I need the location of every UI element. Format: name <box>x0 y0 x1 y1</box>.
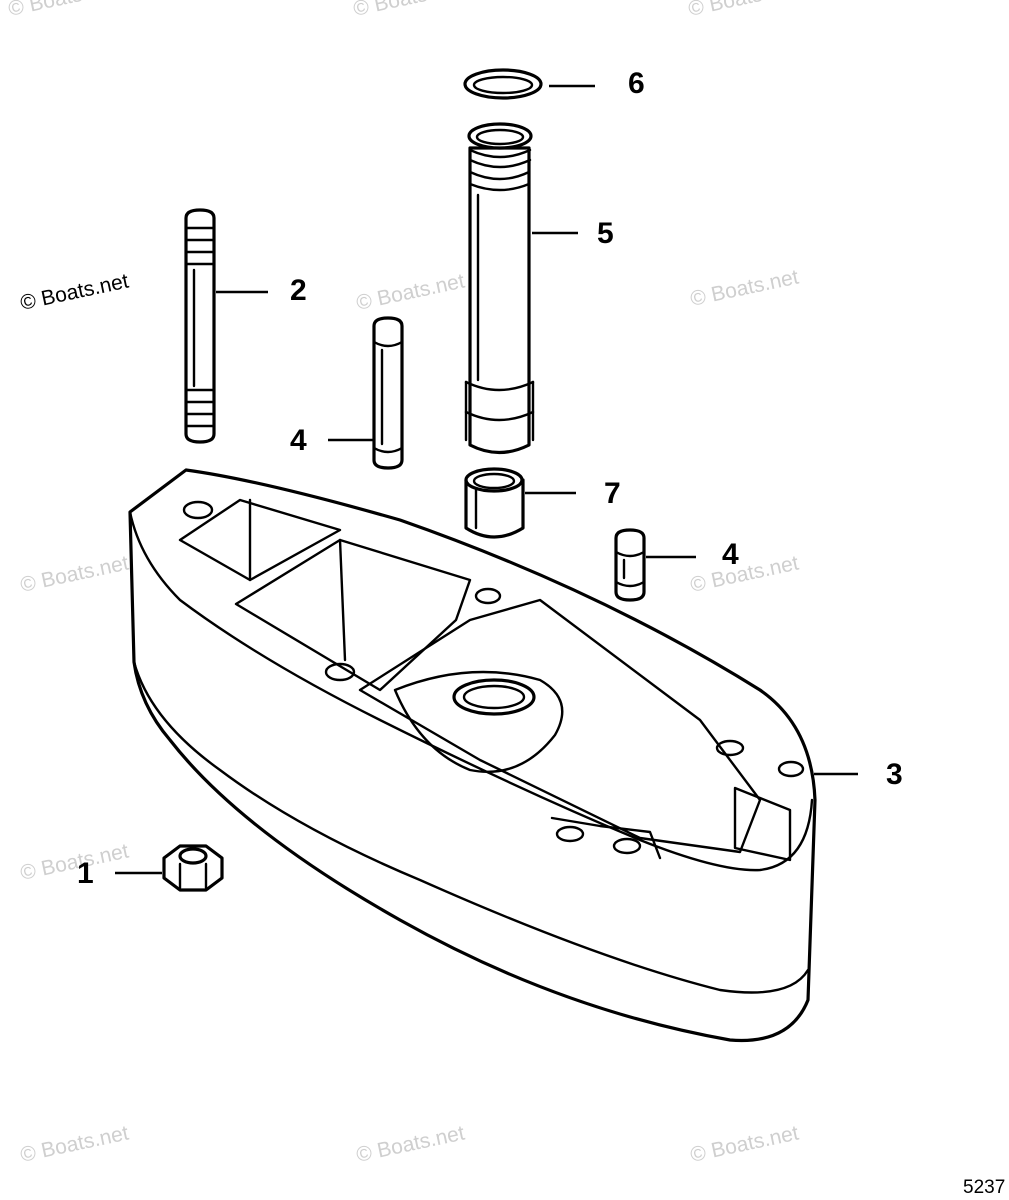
callout-4: 4 <box>722 538 739 571</box>
bushing-part <box>464 467 525 539</box>
dowel-pin-part <box>614 528 646 602</box>
watermark: © Boats.net <box>354 1121 467 1166</box>
leader-lines <box>115 84 858 875</box>
watermark: © Boats.net <box>18 1121 131 1166</box>
callout-4: 4 <box>290 424 307 457</box>
watermark: © Boats.net <box>18 269 131 314</box>
o-ring-part <box>463 68 543 100</box>
stud-part <box>184 208 216 444</box>
watermark: © Boats.net <box>688 265 801 310</box>
callout-3: 3 <box>886 758 903 791</box>
dowel-pin-part <box>372 316 404 470</box>
watermark: © Boats.net <box>6 0 119 21</box>
callout-5: 5 <box>597 217 614 250</box>
callout-1: 1 <box>77 857 94 890</box>
callout-2: 2 <box>290 274 307 307</box>
callout-6: 6 <box>628 67 645 100</box>
water-tube-part <box>464 122 535 455</box>
watermark: © Boats.net <box>18 839 131 884</box>
watermark: © Boats.net <box>354 269 467 314</box>
watermark: © Boats.net <box>686 0 799 21</box>
watermark: © Boats.net <box>688 1121 801 1166</box>
watermark: © Boats.net <box>351 0 464 21</box>
figure-number: 5237 <box>963 1177 1005 1198</box>
callout-7: 7 <box>604 477 621 510</box>
callout-labels: 6 5 2 4 7 4 3 1 <box>77 67 903 890</box>
watermark: © Boats.net <box>18 551 131 596</box>
watermark: © Boats.net <box>688 551 801 596</box>
hex-nut-part <box>162 844 224 892</box>
housing-plate-part <box>128 468 817 1043</box>
